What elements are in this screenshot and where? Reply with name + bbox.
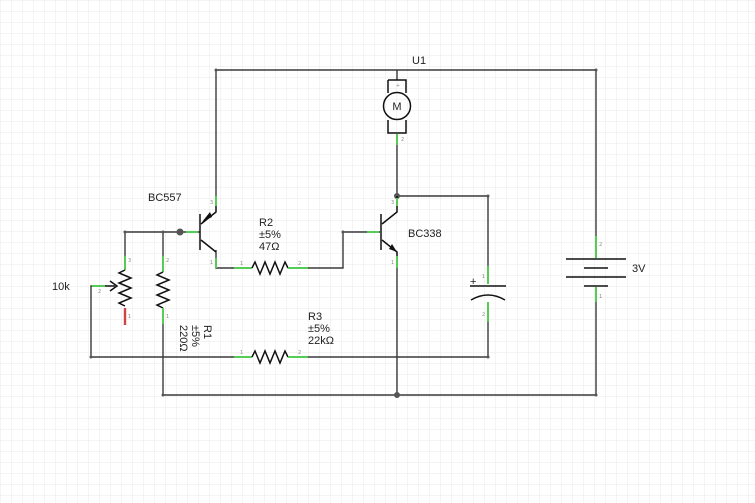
junction-node[interactable] (176, 228, 184, 236)
motor-symbol-letter: M (392, 101, 401, 113)
r1-name: R1 (201, 325, 213, 339)
pin-number: 1 (240, 261, 243, 267)
r1-tolerance: ±5% (189, 325, 201, 347)
pin-number: 2 (401, 137, 404, 143)
r2-tolerance: ±5% (259, 229, 281, 241)
capacitor[interactable]: + 1 2 (470, 266, 506, 322)
pin-number: 1 (240, 350, 243, 356)
pin-number: 1 (482, 274, 485, 280)
wires (90, 69, 597, 396)
pin-number: 1 (599, 294, 602, 300)
pin-number: 3 (391, 200, 394, 206)
junction-node[interactable] (394, 392, 400, 398)
battery-value: 3V (632, 263, 646, 275)
r3-value: 22kΩ (308, 335, 334, 347)
resistor-r3[interactable]: 1 2 (234, 349, 308, 365)
junction-node[interactable] (161, 230, 165, 234)
wire-r2-to-npn-base[interactable] (308, 231, 380, 269)
pin-number: 1 (166, 314, 169, 320)
pot-value: 10k (52, 281, 70, 293)
capacitor-plus-sign: + (470, 276, 476, 288)
pnp-arrow (202, 212, 212, 222)
pin-number: 3 (128, 258, 131, 264)
pin-number: 3 (210, 200, 213, 206)
r2-value: 47Ω (259, 241, 279, 253)
pin-number: 1 (128, 314, 131, 320)
junction-node[interactable] (214, 68, 218, 72)
junction-node[interactable] (89, 355, 93, 359)
resistor-r2[interactable]: 1 2 (234, 260, 308, 276)
pin-number: 2 (482, 312, 485, 318)
motor-designator: U1 (412, 55, 426, 67)
npn-arrow (389, 244, 397, 252)
bc338-label: BC338 (408, 228, 442, 240)
junction-node[interactable] (123, 230, 127, 234)
pin-number: 2 (599, 242, 602, 248)
junction-node[interactable] (161, 393, 165, 397)
pin-number: 2 (166, 258, 169, 264)
r3-name: R3 (308, 311, 322, 323)
resistor-r1[interactable]: 2 1 (155, 256, 171, 324)
transistor-bc557[interactable]: 3 1 (186, 196, 217, 268)
potentiometer[interactable]: 3 2 1 (92, 256, 133, 325)
pin-number: 1 (210, 260, 213, 266)
battery[interactable]: 2 1 (566, 236, 626, 302)
pin-number: 1 (391, 260, 394, 266)
junction-node[interactable] (594, 68, 598, 72)
motor-u1[interactable]: M + 2 (382, 79, 412, 145)
junction-node[interactable] (594, 393, 598, 397)
junction-node[interactable] (341, 230, 345, 234)
pin-number: 2 (298, 350, 301, 356)
pin-number: 2 (298, 261, 301, 267)
transistor-bc338[interactable]: 3 1 (367, 196, 398, 268)
r1-value: 220Ω (177, 325, 189, 352)
r2-name: R2 (259, 217, 273, 229)
junction-node[interactable] (486, 194, 490, 198)
junction-nodes (89, 68, 598, 398)
bc557-label: BC557 (148, 192, 182, 204)
motor-plus-sign: + (396, 83, 400, 89)
r1-label-group: R1 ±5% 220Ω (177, 325, 213, 352)
r3-tolerance: ±5% (308, 323, 330, 335)
junction-node[interactable] (486, 355, 490, 359)
pin-number: 2 (98, 289, 101, 295)
